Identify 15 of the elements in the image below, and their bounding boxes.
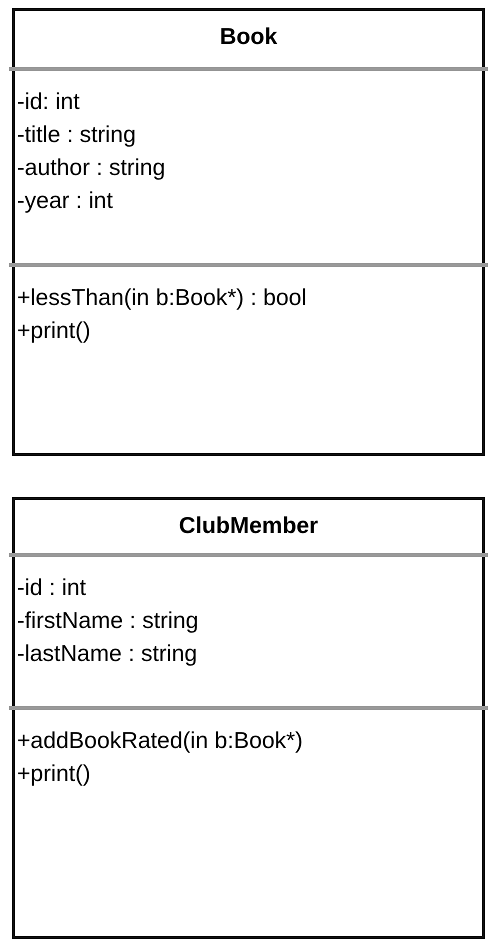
member-text: -title : string bbox=[17, 120, 136, 149]
member-text: -id : int bbox=[17, 573, 86, 602]
member-text: +print() bbox=[17, 316, 90, 345]
class-box bbox=[12, 8, 485, 456]
class-name: Book bbox=[218, 23, 278, 50]
member-text: +lessThan(in b:Book*) : bool bbox=[17, 283, 307, 312]
member-text: -author : string bbox=[17, 153, 166, 182]
class-name: ClubMember bbox=[178, 512, 320, 539]
member-text: +print() bbox=[17, 759, 90, 788]
member-text: -lastName : string bbox=[17, 639, 198, 668]
class-box bbox=[12, 497, 485, 939]
member-text: -firstName : string bbox=[17, 606, 198, 635]
member-text: +addBookRated(in b:Book*) bbox=[17, 726, 303, 755]
member-text: -year : int bbox=[17, 186, 113, 215]
member-text: -id: int bbox=[17, 87, 80, 116]
